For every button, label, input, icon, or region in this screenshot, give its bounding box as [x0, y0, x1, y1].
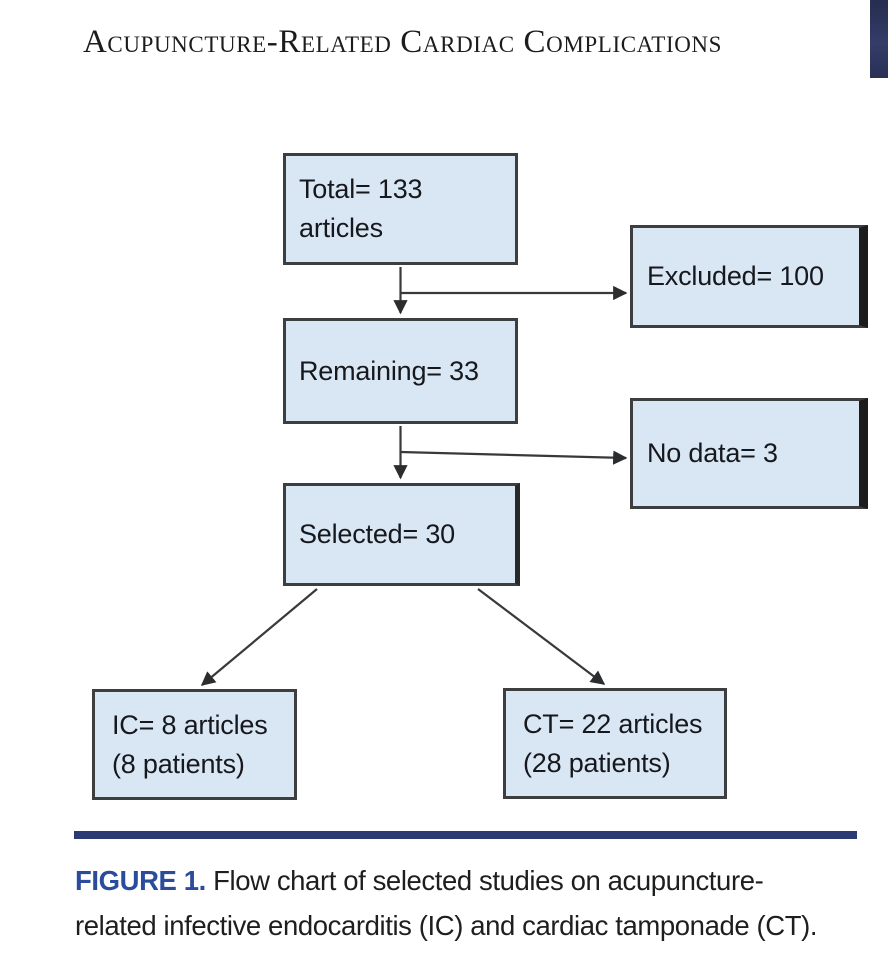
flow-node-label: (8 patients) [112, 748, 245, 779]
flow-node-label: Remaining= 33 [299, 355, 479, 386]
flow-node-remaining: Remaining= 33 [283, 318, 518, 424]
edge-selected-ic [200, 588, 318, 686]
caption-text-part1: Flow chart of selected studies on acupun… [205, 865, 764, 896]
flow-node-ct: CT= 22 articles (28 patients) [503, 688, 727, 799]
flow-node-selected: Selected= 30 [283, 483, 520, 586]
edge-remaining-nodata [400, 450, 628, 465]
caption-line-2: related infective endocarditis (IC) and … [75, 910, 818, 941]
flow-node-label: articles [299, 213, 383, 243]
figure-caption: FIGURE 1. Flow chart of selected studies… [75, 858, 875, 948]
caption-line-1: FIGURE 1. Flow chart of selected studies… [75, 858, 875, 903]
flow-node-nodata: No data= 3 [630, 398, 868, 509]
flow-node-label: Total= 133 [299, 174, 423, 204]
flow-node-total: Total= 133 articles [283, 153, 518, 265]
flow-node-ic: IC= 8 articles (8 patients) [92, 689, 297, 800]
flow-node-label: No data= 3 [647, 438, 778, 468]
page-corner-tab [870, 0, 888, 78]
flow-node-excluded: Excluded= 100 [630, 225, 868, 328]
flow-node-label: Selected= 30 [299, 519, 455, 549]
figure-number-label: FIGURE 1. [75, 865, 206, 896]
flow-node-label: CT= 22 articles [523, 708, 703, 739]
flow-node-label: (28 patients) [523, 747, 671, 778]
flow-node-label: IC= 8 articles [112, 709, 268, 740]
edge-selected-ct [477, 588, 606, 685]
running-head-title: Acupuncture-Related Cardiac Complication… [83, 24, 723, 60]
flow-node-label: Excluded= 100 [647, 261, 824, 291]
caption-divider-rule [74, 831, 857, 839]
